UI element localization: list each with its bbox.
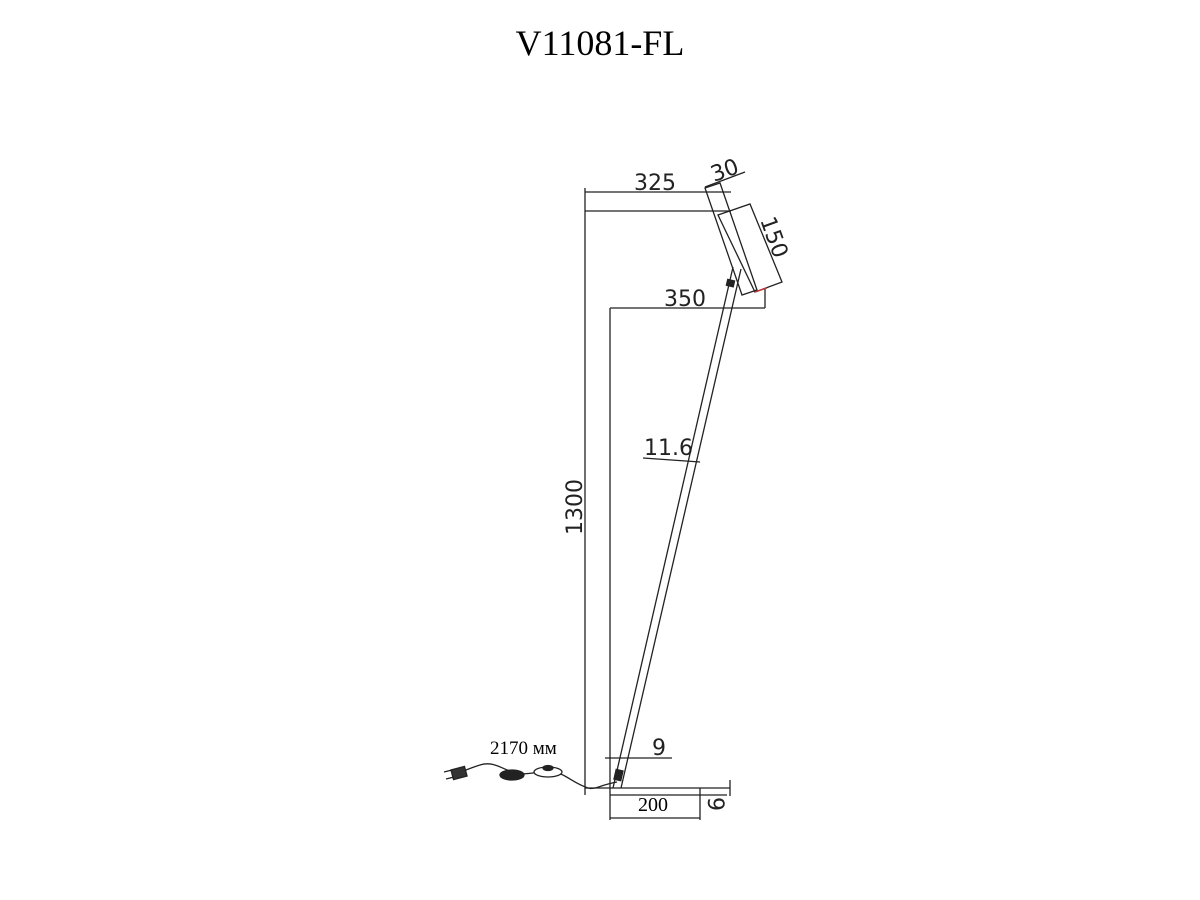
cable-length-label: 2170 мм xyxy=(490,738,557,759)
lamp-head xyxy=(704,182,783,296)
lamp-pole xyxy=(612,266,742,789)
power-cable xyxy=(443,763,618,790)
plug-icon xyxy=(443,765,468,781)
dim-1300: 1300 xyxy=(563,479,588,535)
dim-11-6: 11.6 xyxy=(644,436,693,461)
dim-200: 200 xyxy=(638,794,668,816)
cable-coil-icon xyxy=(499,769,525,781)
dim-325: 325 xyxy=(634,171,676,196)
dim-350: 350 xyxy=(664,287,706,312)
drawing-title: V11081-FL xyxy=(515,23,685,63)
dim-9-thickness: 9 xyxy=(702,797,727,811)
dim-9-offset: 9 xyxy=(652,736,666,761)
dim-150: 150 xyxy=(754,214,792,262)
dim-30: 30 xyxy=(708,155,743,188)
lamp-base xyxy=(585,780,731,796)
dimension-lines xyxy=(584,171,766,820)
